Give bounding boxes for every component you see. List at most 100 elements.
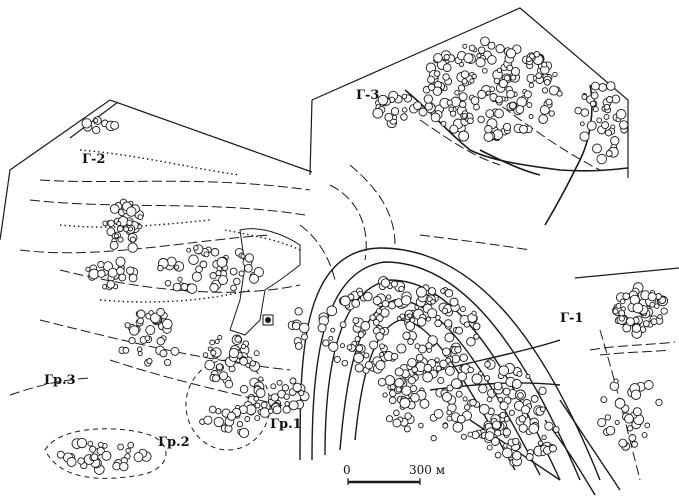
pit-circle bbox=[253, 266, 264, 278]
pit-circle bbox=[270, 393, 279, 402]
pit-circle bbox=[508, 409, 515, 416]
pit-circle bbox=[632, 407, 642, 417]
pit-circle bbox=[549, 444, 557, 453]
pit-circle bbox=[610, 136, 620, 146]
pit-circle bbox=[163, 358, 172, 367]
pit-circle bbox=[224, 379, 234, 389]
pit-circle bbox=[446, 409, 452, 416]
pit-circle bbox=[498, 79, 508, 89]
pit-circle bbox=[615, 303, 622, 309]
label-gr2: Гр.2 bbox=[158, 435, 190, 450]
pit-circle bbox=[195, 265, 203, 274]
pit-circle bbox=[294, 342, 303, 350]
pit-circle bbox=[341, 359, 349, 367]
map-labels: Г-3 Г-2 Г-1 Гр.3 Гр.2 Гр.1 bbox=[44, 88, 583, 450]
pit-circle bbox=[89, 445, 97, 453]
pit-circle bbox=[396, 343, 407, 354]
pit-circle bbox=[119, 461, 129, 472]
pit-circle bbox=[628, 434, 637, 442]
pit-circle bbox=[613, 378, 619, 384]
pit-circle bbox=[298, 390, 305, 397]
pit-circle bbox=[647, 292, 657, 302]
pit-circle bbox=[401, 93, 408, 100]
pit-circle bbox=[113, 233, 119, 239]
pit-circle bbox=[244, 263, 253, 273]
pit-circle bbox=[422, 371, 433, 383]
pit-circle bbox=[393, 409, 400, 417]
pit-circle bbox=[330, 327, 336, 333]
pit-circle bbox=[459, 353, 468, 362]
pit-circle bbox=[339, 321, 347, 329]
pit-circle bbox=[632, 302, 644, 314]
pit-circle bbox=[487, 41, 496, 50]
pit-circle bbox=[520, 405, 531, 415]
pit-circle bbox=[614, 398, 626, 409]
pit-circle bbox=[218, 275, 228, 286]
pit-circle bbox=[497, 396, 504, 403]
pit-circle bbox=[136, 309, 146, 319]
pit-circle bbox=[214, 339, 220, 345]
pit-circle bbox=[118, 273, 127, 282]
pit-circle bbox=[619, 298, 626, 305]
pit-circle bbox=[475, 57, 486, 68]
pit-circle bbox=[484, 431, 495, 441]
pit-circle bbox=[463, 321, 471, 328]
pit-circle bbox=[505, 48, 517, 59]
pit-circle bbox=[226, 411, 237, 421]
pit-circle bbox=[544, 421, 554, 431]
pit-circle bbox=[545, 98, 553, 106]
pit-circle bbox=[644, 422, 651, 429]
pit-circle bbox=[541, 87, 549, 94]
pit-circle bbox=[589, 100, 597, 107]
pit-circle bbox=[494, 108, 504, 119]
pit-circle bbox=[484, 361, 491, 368]
pit-circle bbox=[207, 346, 213, 352]
pit-circle bbox=[457, 371, 468, 382]
pit-circle bbox=[346, 344, 353, 351]
pit-circle bbox=[660, 307, 668, 315]
pit-circle bbox=[177, 276, 183, 282]
pit-circle bbox=[407, 376, 416, 385]
pit-circle bbox=[442, 63, 452, 73]
pit-circle bbox=[605, 425, 616, 436]
pit-circle bbox=[259, 407, 271, 418]
pit-circle bbox=[97, 441, 104, 448]
pit-circle bbox=[537, 440, 544, 446]
pit-circle bbox=[240, 343, 247, 350]
pit-circle bbox=[495, 44, 505, 54]
pit-circle bbox=[538, 114, 549, 124]
pit-circle bbox=[590, 81, 600, 91]
scale-start-label: 0 bbox=[343, 463, 351, 477]
pit-circle bbox=[433, 70, 441, 77]
pit-circle bbox=[416, 317, 427, 327]
pit-circle bbox=[375, 332, 384, 341]
pit-circle bbox=[396, 316, 402, 321]
pit-circle bbox=[468, 44, 476, 52]
pit-circle bbox=[427, 75, 436, 84]
pit-circle bbox=[284, 401, 290, 407]
pit-circle bbox=[455, 390, 463, 398]
pit-circle bbox=[126, 206, 137, 217]
pit-circle bbox=[410, 392, 420, 403]
pit-circle bbox=[535, 72, 543, 80]
pit-circle bbox=[127, 441, 135, 449]
pit-circle bbox=[128, 273, 138, 283]
pit-circle bbox=[471, 373, 483, 385]
pit-circle bbox=[213, 416, 224, 428]
pit-circle bbox=[159, 349, 168, 358]
pit-circle bbox=[230, 284, 237, 292]
pit-circle bbox=[254, 402, 261, 409]
pit-circle bbox=[439, 359, 448, 369]
pit-circle bbox=[137, 317, 144, 325]
pit-circle bbox=[442, 73, 450, 81]
pit-circle bbox=[428, 287, 437, 296]
pit-circle bbox=[109, 204, 120, 214]
pit-circle bbox=[322, 339, 330, 347]
pit-circle bbox=[512, 437, 520, 446]
pit-circle bbox=[115, 256, 126, 267]
pit-circle bbox=[459, 100, 467, 109]
pit-circle bbox=[643, 380, 654, 390]
scale-bar: 0 300 м bbox=[343, 463, 445, 485]
pit-circle bbox=[618, 315, 625, 322]
pit-circle bbox=[485, 109, 495, 118]
